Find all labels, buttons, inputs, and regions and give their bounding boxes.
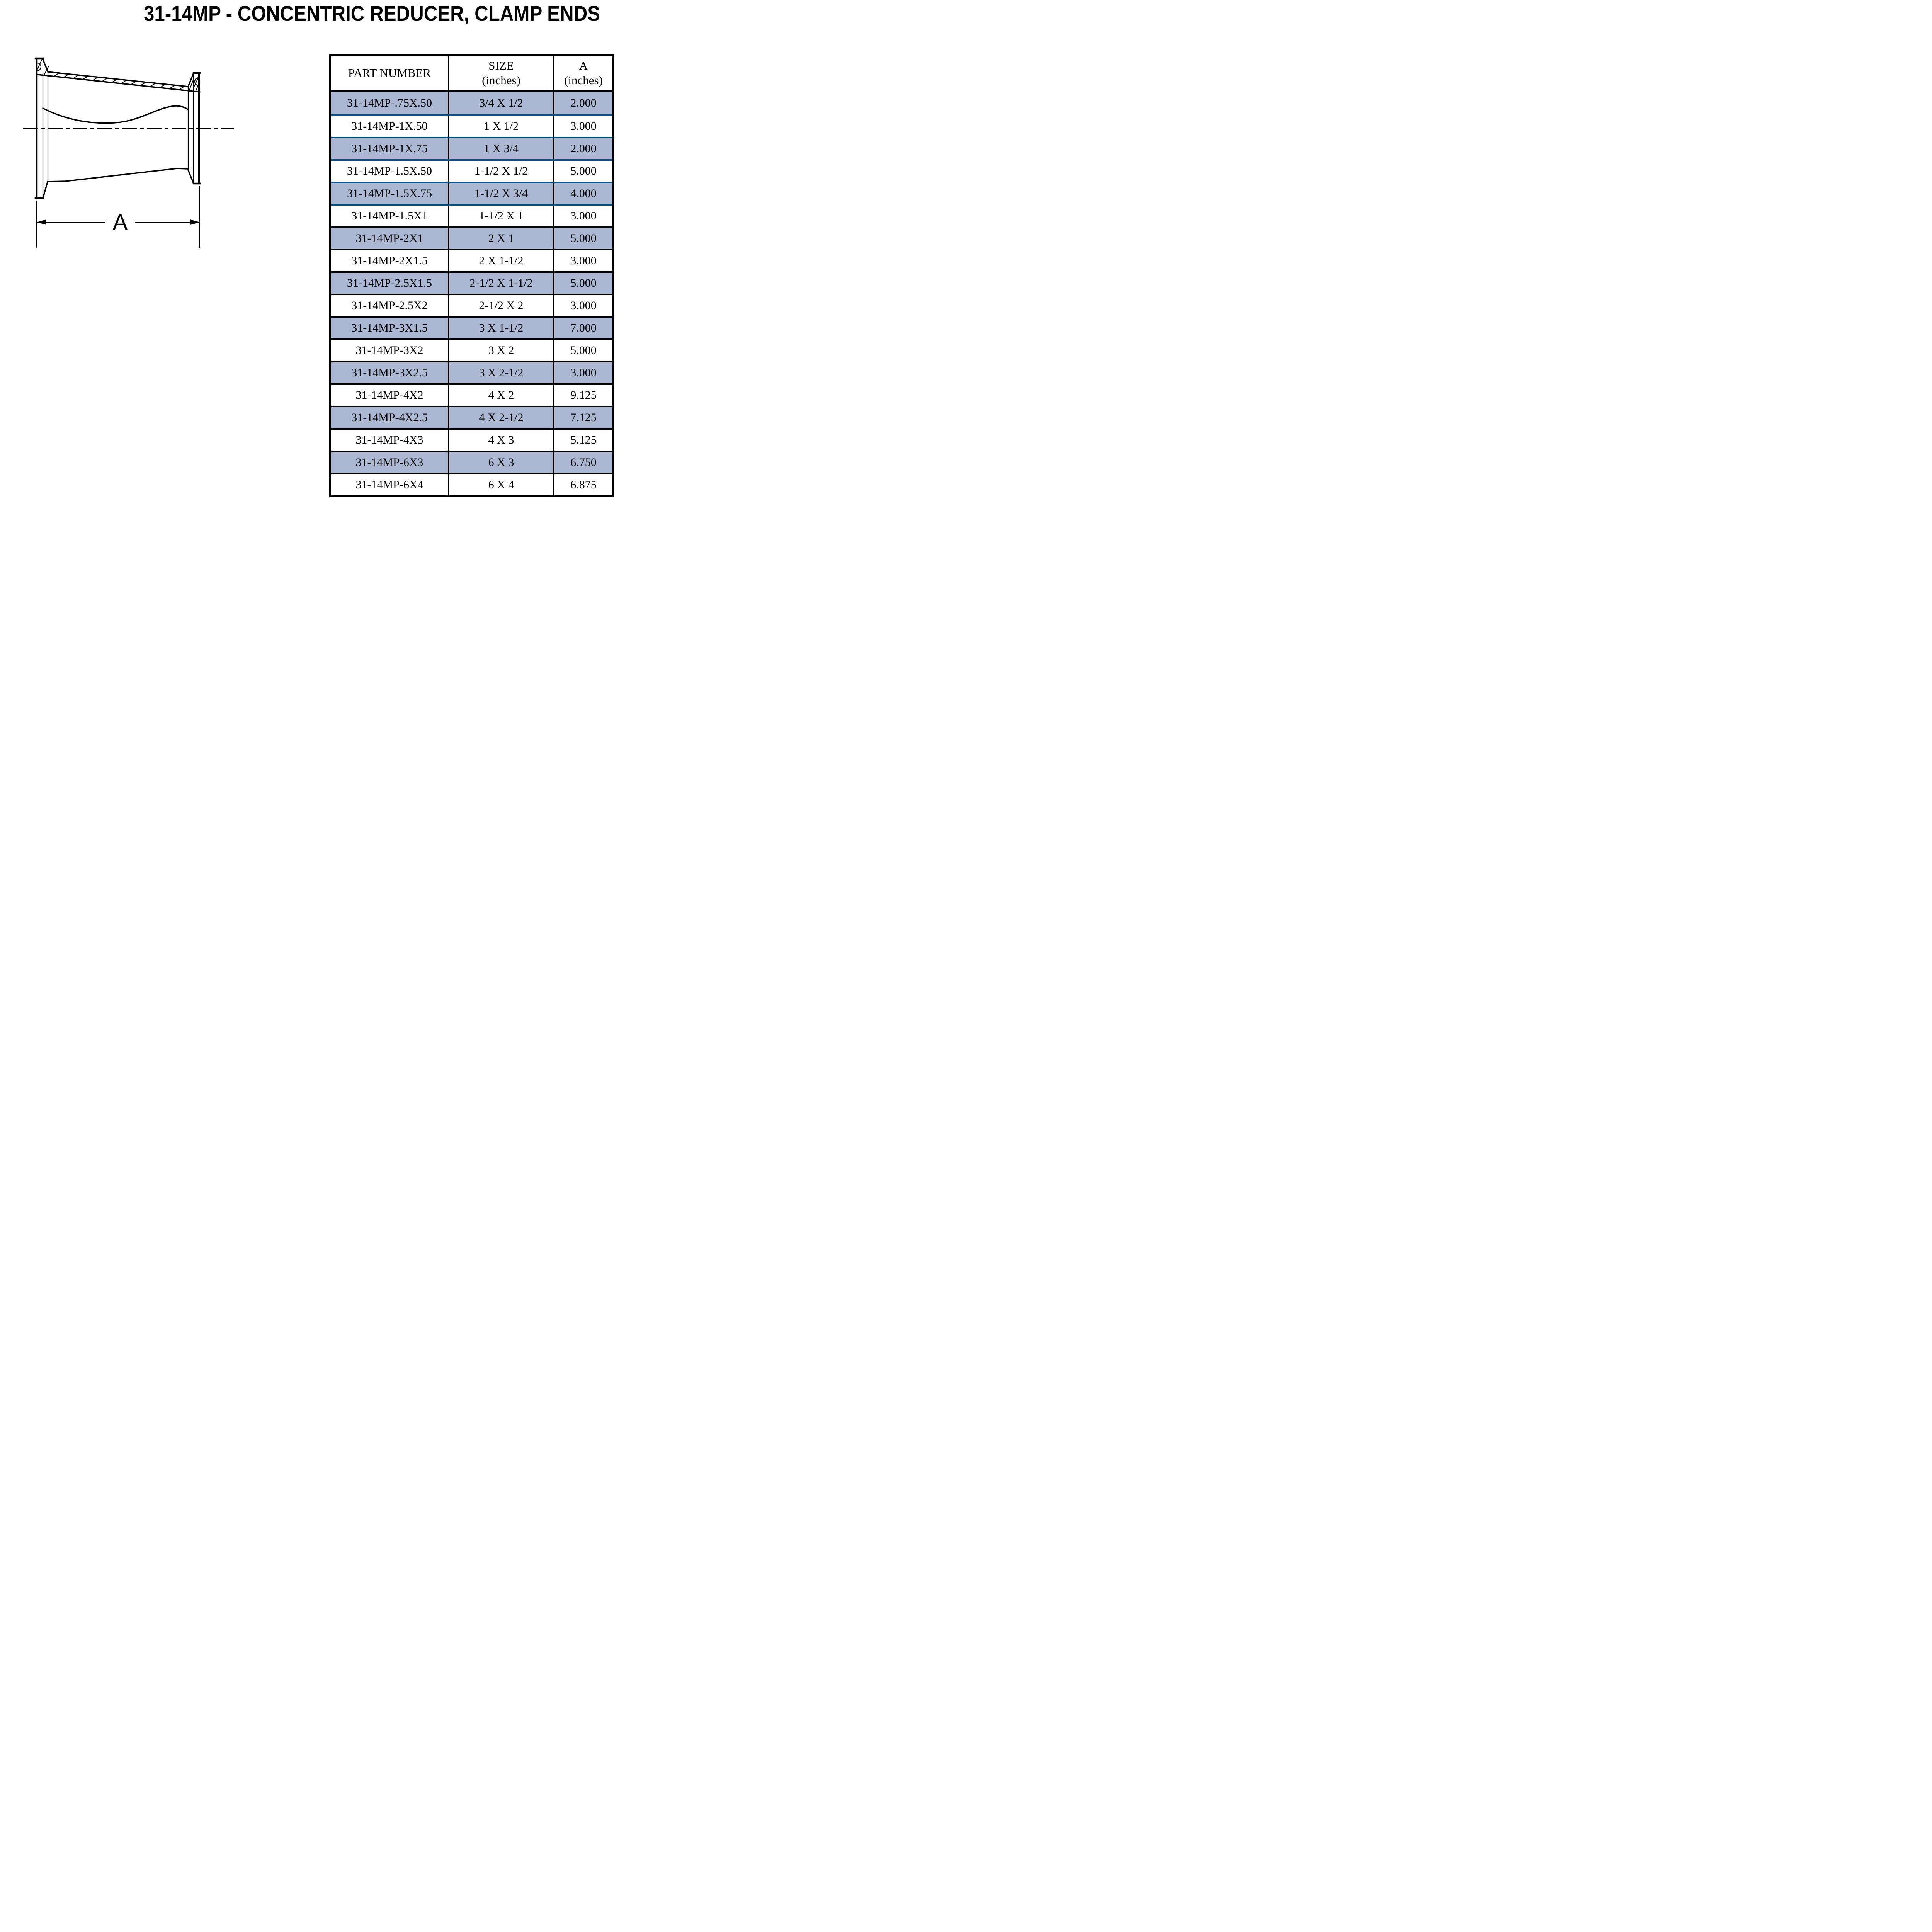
table-row: 31-14MP-6X3 6 X 3 6.750 bbox=[331, 451, 612, 473]
col-header-part-number: PART NUMBER bbox=[331, 56, 449, 90]
table-row: 31-14MP-1.5X.50 1-1/2 X 1/2 5.000 bbox=[331, 159, 612, 182]
col-header-a: A (inches) bbox=[564, 59, 603, 87]
table-row: 31-14MP-3X2.5 3 X 2-1/2 3.000 bbox=[331, 361, 612, 383]
table-row: 31-14MP-4X2 4 X 2 9.125 bbox=[331, 383, 612, 406]
col-header-size: SIZE (inches) bbox=[449, 56, 554, 90]
table-row: 31-14MP-3X2 3 X 2 5.000 bbox=[331, 338, 612, 361]
page-title: 31-14MP - CONCENTRIC REDUCER, CLAMP ENDS bbox=[144, 1, 600, 26]
table-row: 31-14MP-2.5X1.5 2-1/2 X 1-1/2 5.000 bbox=[331, 271, 612, 294]
left-ferrule bbox=[34, 57, 49, 199]
table-row: 31-14MP-2.5X2 2-1/2 X 2 3.000 bbox=[331, 294, 612, 316]
table-row: 31-14MP-1X.75 1 X 3/4 2.000 bbox=[331, 137, 612, 159]
dimension-a: A bbox=[36, 186, 200, 248]
spec-table: PART NUMBER SIZE (inches) A (inches) 31-… bbox=[329, 54, 614, 497]
gasket-groove-icon bbox=[194, 77, 199, 86]
table-row: 31-14MP-3X1.5 3 X 1-1/2 7.000 bbox=[331, 316, 612, 338]
table-row: 31-14MP-1.5X.75 1-1/2 X 3/4 4.000 bbox=[331, 182, 612, 204]
table-row: 31-14MP-4X2.5 4 X 2-1/2 7.125 bbox=[331, 406, 612, 428]
left-arrowhead-icon bbox=[37, 219, 46, 225]
section-hatching bbox=[37, 59, 200, 92]
table-row: 31-14MP-.75X.50 3/4 X 1/2 2.000 bbox=[331, 92, 612, 114]
table-row: 31-14MP-2X1.5 2 X 1-1/2 3.000 bbox=[331, 249, 612, 271]
dimension-a-label: A bbox=[113, 210, 128, 235]
table-row: 31-14MP-1X.50 1 X 1/2 3.000 bbox=[331, 114, 612, 137]
body-profile bbox=[37, 71, 201, 182]
table-row: 31-14MP-6X4 6 X 4 6.875 bbox=[331, 473, 612, 495]
table-row: 31-14MP-2X1 2 X 1 5.000 bbox=[331, 226, 612, 249]
table-header-row: PART NUMBER SIZE (inches) A (inches) bbox=[331, 56, 612, 92]
table-row: 31-14MP-4X3 4 X 3 5.125 bbox=[331, 428, 612, 451]
gasket-groove-icon bbox=[36, 62, 42, 71]
table-row: 31-14MP-1.5X1 1-1/2 X 1 3.000 bbox=[331, 204, 612, 226]
table-body: 31-14MP-.75X.50 3/4 X 1/2 2.000 31-14MP-… bbox=[331, 92, 612, 495]
page: 31-14MP - CONCENTRIC REDUCER, CLAMP ENDS bbox=[0, 0, 618, 502]
right-arrowhead-icon bbox=[190, 219, 200, 225]
reducer-technical-drawing: A bbox=[23, 57, 234, 248]
